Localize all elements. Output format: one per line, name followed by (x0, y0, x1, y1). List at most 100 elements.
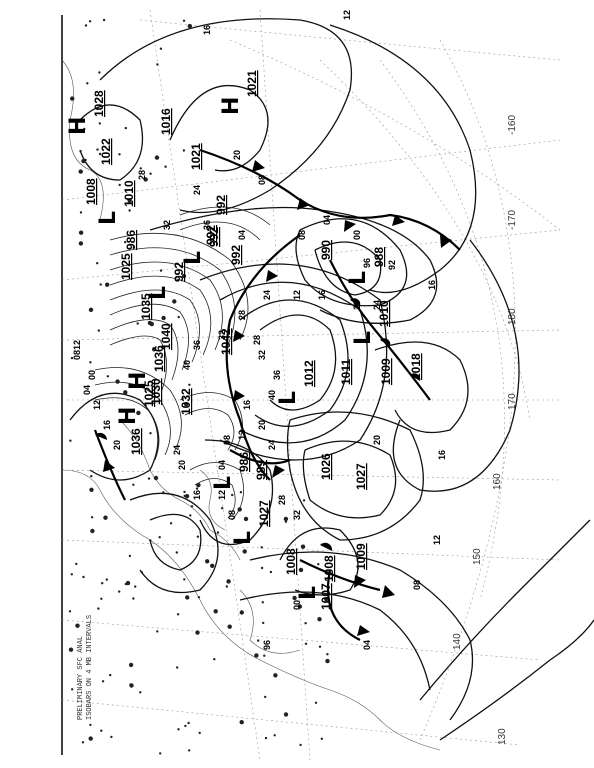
station-dot (226, 579, 231, 584)
station-dot (159, 47, 163, 50)
station-dot (161, 315, 166, 321)
isobar-value-label: 08 (412, 580, 422, 590)
center-pressure-value: 992 (207, 227, 221, 247)
isobar (109, 303, 189, 371)
station-dot (89, 723, 92, 727)
center-pressure-value: 1030 (149, 378, 163, 405)
center-pressure-value: 992 (214, 195, 228, 215)
longitude-tick-label: 150 (472, 548, 483, 565)
station-dot (195, 487, 199, 490)
station-dot (195, 630, 200, 635)
station-dot (216, 531, 220, 534)
warm-front-semicircle (95, 432, 108, 440)
isobar-value-label: 08 (257, 175, 267, 185)
isobar (239, 299, 349, 427)
cold-front (326, 569, 361, 641)
station-dot (83, 127, 86, 131)
station-dot (125, 580, 131, 586)
station-dot (257, 639, 260, 642)
isobar-value-label: 16 (437, 450, 447, 460)
station-dot (188, 749, 191, 752)
high-pressure-center: 1026 (319, 453, 333, 480)
station-dot (90, 528, 95, 534)
station-dot (89, 487, 94, 492)
station-dot (97, 607, 100, 610)
station-dot (75, 129, 79, 132)
isobar-value-label: 24 (267, 440, 277, 450)
cold-front-triangle (440, 235, 452, 248)
station-dot (159, 752, 162, 755)
isobar-value-label: 28 (277, 495, 287, 505)
meridian-line (61, 329, 561, 341)
station-dot (88, 20, 92, 23)
center-pressure-value: 1008 (84, 178, 98, 205)
station-dot (243, 516, 249, 522)
meridian-line (61, 139, 561, 201)
center-pressure-value: 988 (372, 247, 386, 267)
station-dot (127, 198, 132, 203)
map-header: PRELIMINARY SFC ANAL ISOBARS ON 4 MB INT… (77, 615, 94, 720)
station-dot (197, 596, 201, 599)
isobar-value-label: 32 (217, 330, 227, 340)
isobar-value-label: 36 (202, 220, 212, 230)
station-dot (81, 741, 85, 744)
meridian-line (61, 229, 561, 281)
station-dot (317, 617, 322, 622)
station-dot (128, 209, 131, 212)
cold-front (299, 559, 381, 592)
isobar (109, 319, 179, 381)
station-dot (317, 563, 320, 566)
center-pressure-value: 1008 (284, 548, 298, 575)
isobar (286, 411, 424, 541)
cold-front-triangle (266, 270, 278, 282)
cold-front-triangle (233, 330, 245, 342)
meridian-line (61, 539, 561, 561)
isobar-value-label: 28 (237, 310, 247, 320)
station-dot (172, 299, 177, 304)
warm-front-semicircle (350, 298, 361, 306)
station-dot (299, 743, 302, 747)
isobar-value-label: 16 (242, 400, 252, 410)
center-pressure-value: 1012 (302, 360, 316, 387)
station-observations (68, 18, 330, 755)
station-dot (96, 148, 99, 151)
station-dot (189, 514, 192, 517)
station-dot (98, 71, 101, 74)
isobar (239, 591, 431, 691)
center-pressure-value: 1026 (319, 453, 333, 480)
station-dot (70, 356, 74, 360)
station-dot (185, 595, 190, 600)
cold-front-triangle (272, 465, 285, 478)
station-dot (210, 563, 215, 568)
header-line-2: ISOBARS ON 4 MB INTERVALS (86, 615, 94, 720)
isobar-value-label: 20 (177, 460, 187, 470)
isobar (259, 314, 337, 411)
station-dot (184, 402, 189, 407)
station-dot (324, 597, 329, 602)
isobar-value-label: 20 (112, 440, 122, 450)
station-dot (263, 654, 266, 657)
isobar-value-label: 20 (372, 435, 382, 445)
station-dot (132, 483, 135, 486)
station-dot (118, 153, 121, 156)
isobar (295, 218, 408, 307)
station-dot (227, 624, 232, 629)
coastline (239, 589, 301, 654)
low-pressure-center: 1007 (319, 583, 333, 610)
isobar-value-label: 04 (217, 460, 227, 470)
center-pressure-value: 1010 (377, 300, 391, 327)
station-dot (132, 597, 135, 600)
isobar-value-label: 92 (387, 260, 397, 270)
isobar (149, 206, 438, 324)
center-pressure-value: 1028 (92, 90, 106, 117)
station-dot (123, 390, 128, 395)
station-dot (79, 211, 83, 214)
isobar-value-label: 40 (267, 390, 277, 400)
station-dot (75, 623, 80, 628)
center-pressure-value: 1007 (319, 583, 333, 610)
station-dot (183, 494, 186, 498)
front-symbols (95, 160, 452, 636)
